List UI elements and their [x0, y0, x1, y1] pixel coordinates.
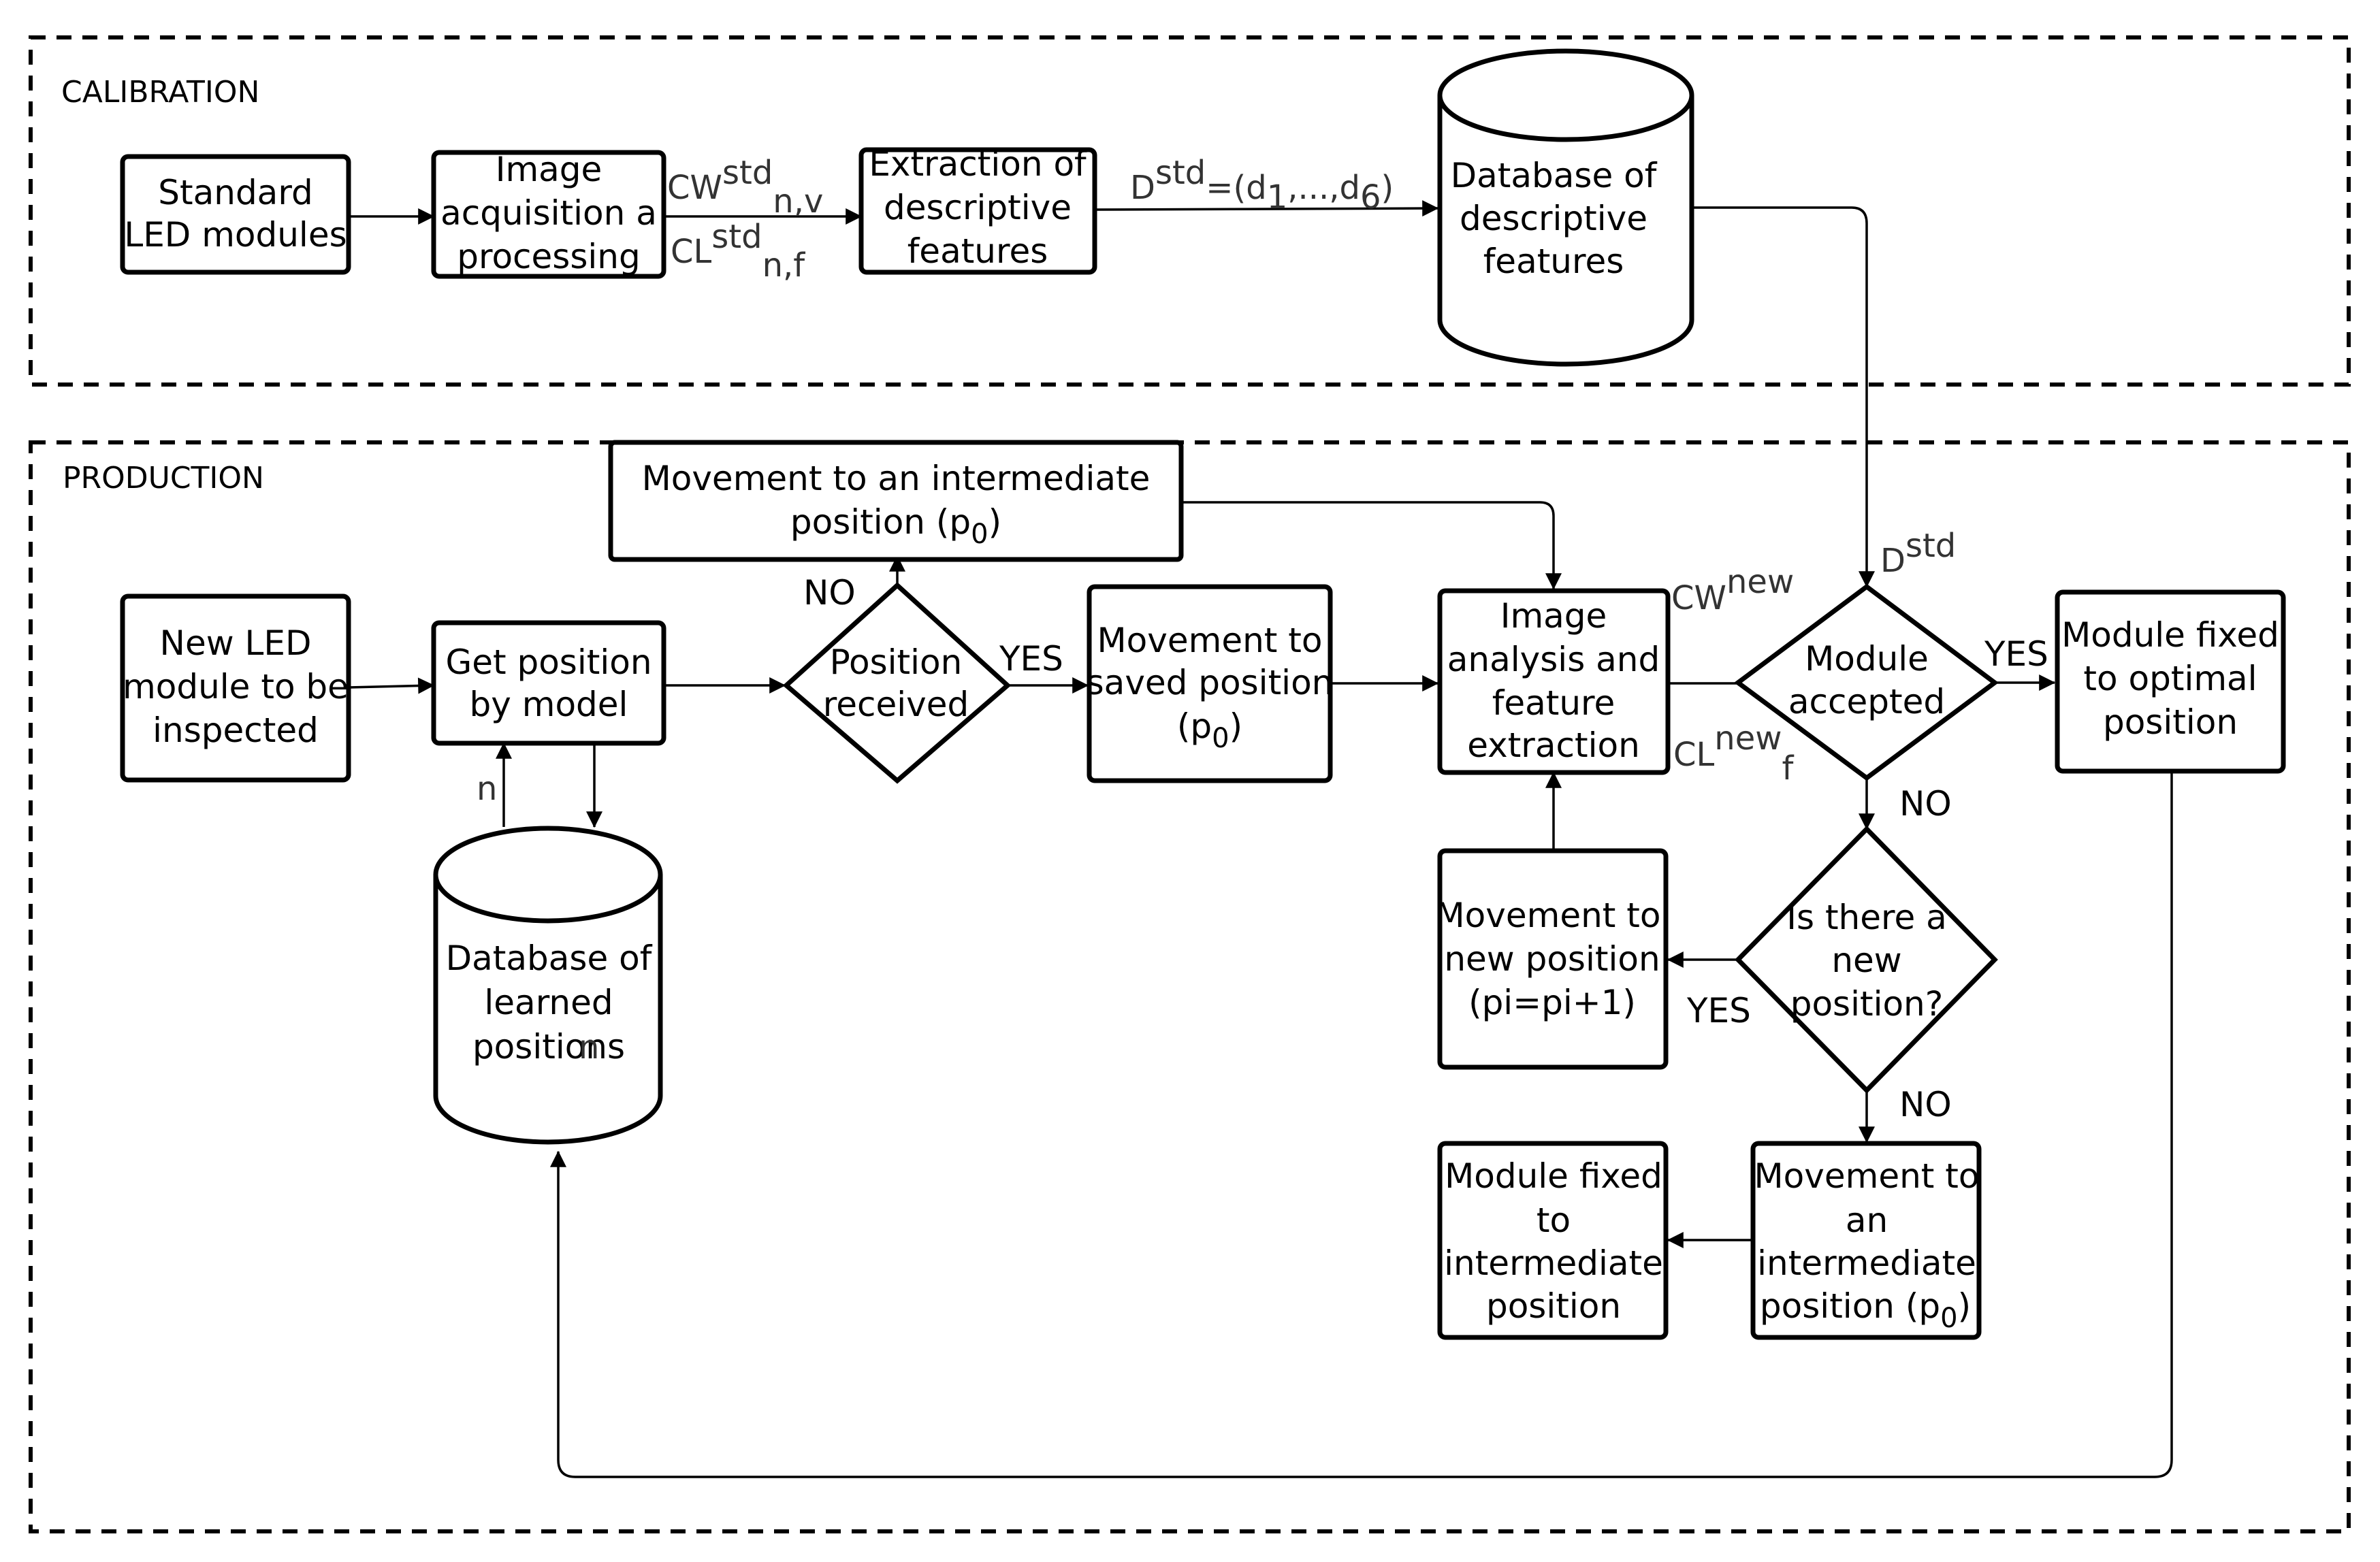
svg-text:feature: feature [1492, 683, 1615, 723]
node-image-acquisition: Image acquisition a processing [431, 150, 666, 279]
svg-text:received: received [823, 685, 969, 724]
label-no-module-accepted: NO [1899, 784, 1952, 824]
production-frame [29, 440, 2351, 1533]
svg-text:inspected: inspected [152, 711, 319, 750]
node-movement-intermediate-top: Movement to an intermediate position (p0… [608, 440, 1184, 562]
node-standard-led-modules: Standard LED modules [120, 154, 351, 275]
svg-text:Database of: Database of [1451, 156, 1658, 195]
svg-text:features: features [1483, 242, 1624, 281]
node-new-led-module: New LED module to be inspected [120, 593, 351, 783]
svg-text:by model: by model [470, 685, 628, 724]
node-module-fixed-optimal: Module fixed to optimal position [2055, 589, 2286, 774]
svg-text:Database of: Database of [446, 939, 653, 978]
svg-text:Movement to: Movement to [1754, 1156, 1980, 1196]
label-yes-position-received: YES [999, 639, 1063, 679]
label-n: n [477, 770, 497, 808]
svg-text:an: an [1846, 1201, 1888, 1240]
label-yes-module-accepted: YES [1984, 634, 2048, 674]
svg-text:positions: positions [472, 1027, 625, 1067]
svg-text:Image: Image [1500, 596, 1607, 636]
svg-text:Module fixed: Module fixed [2061, 615, 2279, 655]
label-d-std-features: Dstd=(d1,...,d6) [1130, 154, 1394, 216]
svg-text:intermediate: intermediate [1757, 1243, 1976, 1283]
svg-text:LED modules: LED modules [124, 215, 347, 255]
svg-text:to optimal: to optimal [2083, 659, 2257, 698]
svg-text:position: position [2103, 702, 2238, 742]
svg-text:Module fixed: Module fixed [1445, 1156, 1662, 1196]
svg-text:Movement to: Movement to [1436, 896, 1661, 935]
svg-text:module to be: module to be [123, 667, 349, 706]
label-d-std: Dstd [1880, 527, 1956, 580]
label-cl-new: CLnewf [1673, 719, 1794, 787]
node-database-descriptive-features: Database of descriptive features [1437, 48, 1694, 367]
svg-text:position (p0): position (p0) [1760, 1286, 1971, 1334]
node-movement-new-position: Movement to new position (pi=pi+1) [1436, 848, 1669, 1070]
label-no-position-received: NO [803, 573, 856, 613]
svg-text:saved position: saved position [1087, 663, 1334, 702]
svg-text:Movement to an intermediate: Movement to an intermediate [642, 459, 1151, 498]
svg-text:Is there a: Is there a [1786, 898, 1947, 937]
svg-text:Extraction of: Extraction of [869, 144, 1087, 184]
calibration-frame [29, 35, 2351, 387]
svg-text:(p0): (p0) [1177, 706, 1242, 754]
node-extraction-features: Extraction of descriptive features [858, 144, 1097, 275]
svg-text:new position: new position [1444, 939, 1660, 979]
svg-text:learned: learned [484, 983, 613, 1022]
svg-text:position: position [1486, 1286, 1621, 1326]
svg-text:New LED: New LED [160, 623, 312, 663]
node-module-accepted: Module accepted [1734, 583, 1999, 781]
label-cl-std: CLstdn,f [671, 218, 805, 284]
svg-text:accepted: accepted [1788, 682, 1945, 721]
svg-text:descriptive: descriptive [1460, 199, 1647, 238]
svg-text:features: features [907, 231, 1048, 271]
node-image-analysis: Image analysis and feature extraction [1437, 588, 1671, 775]
svg-text:analysis and: analysis and [1447, 640, 1660, 679]
node-is-there-new-position: Is there a new position? [1735, 826, 1998, 1094]
svg-text:descriptive: descriptive [884, 188, 1072, 227]
svg-text:position (p0): position (p0) [790, 502, 1001, 550]
label-no-new-position: NO [1899, 1085, 1952, 1124]
svg-text:Standard: Standard [158, 173, 312, 212]
svg-text:extraction: extraction [1467, 726, 1640, 765]
node-get-position-by-model: Get position by model [431, 620, 666, 746]
svg-text:position?: position? [1790, 984, 1944, 1024]
node-module-fixed-intermediate: Module fixed to intermediate position [1437, 1141, 1669, 1340]
svg-text:intermediate: intermediate [1444, 1243, 1663, 1283]
production-section-label: PRODUCTION [63, 461, 264, 495]
node-movement-saved-position: Movement to saved position (p0) [1087, 584, 1334, 783]
svg-text:Module: Module [1805, 639, 1929, 679]
svg-text:Get position: Get position [445, 642, 652, 682]
svg-text:to: to [1537, 1201, 1571, 1240]
svg-text:processing: processing [457, 237, 640, 276]
node-database-learned-positions: Database of learned positions n [433, 826, 663, 1145]
label-cw-new: CWnew [1671, 563, 1794, 617]
label-cw-std: CWstdn,v [667, 154, 823, 221]
svg-text:Position: Position [830, 642, 963, 682]
node-position-received: Position received [782, 582, 1012, 784]
svg-text:(pi=pi+1): (pi=pi+1) [1468, 983, 1636, 1022]
connectors [348, 200, 2173, 1478]
node-movement-intermediate: Movement to an intermediate position (p0… [1750, 1141, 1982, 1340]
label-yes-new-position: YES [1686, 991, 1751, 1030]
svg-text:Movement to: Movement to [1097, 621, 1323, 660]
calibration-section-label: CALIBRATION [61, 75, 259, 110]
svg-text:Image: Image [496, 150, 602, 189]
svg-text:new: new [1831, 941, 1901, 980]
svg-text:n: n [579, 1028, 599, 1067]
svg-text:acquisition a: acquisition a [440, 193, 657, 233]
